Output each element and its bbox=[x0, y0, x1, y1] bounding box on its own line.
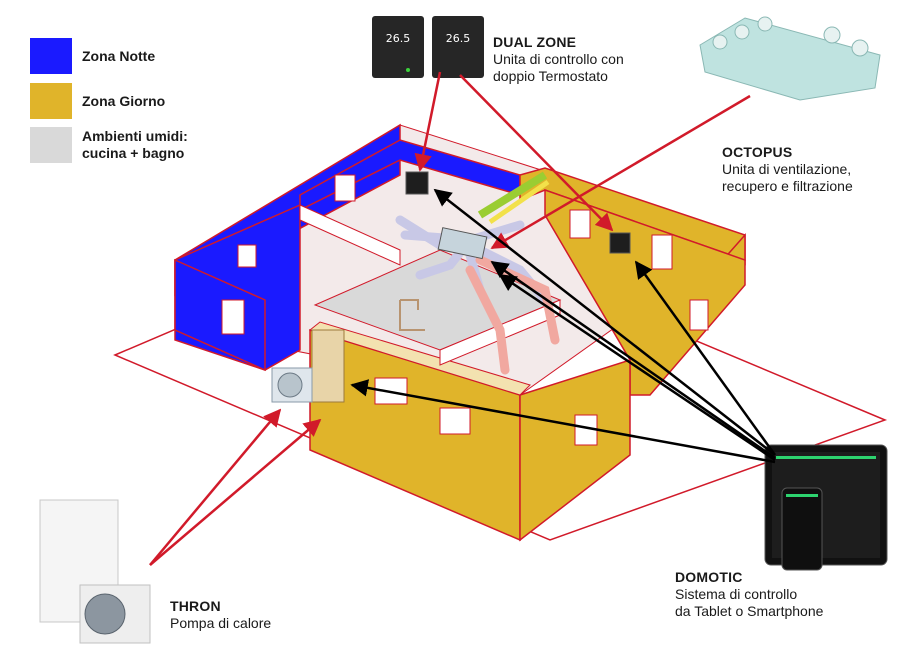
house-water-tank bbox=[311, 329, 345, 403]
red-arrow-dualzone-notte bbox=[414, 71, 442, 172]
window-giorno-2 bbox=[651, 234, 673, 270]
octopus-device bbox=[699, 17, 881, 101]
octopus-port-2 bbox=[734, 24, 750, 40]
window-giorno-1 bbox=[569, 209, 591, 239]
domotic-tablet-accent bbox=[776, 456, 876, 459]
legend-swatch-umidi bbox=[30, 127, 72, 163]
octopus-port-5 bbox=[851, 39, 869, 57]
window-notte-3 bbox=[237, 244, 257, 268]
callout-thron: THRON Pompa di calore bbox=[170, 597, 271, 632]
octopus-port-1 bbox=[712, 34, 728, 50]
zona-notte-side-wall bbox=[174, 258, 266, 372]
black-arrow-octopus bbox=[490, 260, 776, 460]
interior-partition bbox=[299, 204, 401, 266]
octopus-desc: Unita di ventilazione, recupero e filtra… bbox=[722, 161, 853, 194]
domotic-phone-accent bbox=[786, 494, 818, 497]
red-arrow-thron-1 bbox=[149, 408, 282, 566]
red-arrow-dualzone-giorno bbox=[459, 74, 614, 232]
legend-zona-notte: Zona Notte bbox=[30, 38, 155, 74]
red-arrow-octopus bbox=[490, 94, 751, 250]
black-arrow-duct bbox=[498, 273, 776, 462]
fresh-air-duct bbox=[477, 171, 548, 219]
octopus-unit-in-house bbox=[437, 227, 488, 260]
zona-giorno-inner-wall bbox=[544, 188, 746, 396]
zona-giorno-front-wall-2 bbox=[519, 358, 631, 542]
dual-zone-title: DUAL ZONE bbox=[493, 34, 577, 50]
window-giorno-5 bbox=[439, 407, 471, 435]
legend-label-umidi: Ambienti umidi: cucina + bagno bbox=[82, 128, 188, 161]
thermostat-notte bbox=[405, 171, 429, 195]
domotic-desc: Sistema di controllo da Tablet o Smartph… bbox=[675, 586, 824, 619]
red-arrows bbox=[149, 71, 751, 566]
dual-zone-desc: Unita di controllo con doppio Termostato bbox=[493, 51, 624, 84]
thron-desc: Pompa di calore bbox=[170, 615, 272, 631]
legend-swatch-notte bbox=[30, 38, 72, 74]
shower-icon bbox=[399, 299, 425, 331]
domotic-title: DOMOTIC bbox=[675, 569, 743, 585]
callout-dual-zone: DUAL ZONE Unita di controllo con doppio … bbox=[493, 33, 624, 85]
house-outdoor-fan bbox=[277, 372, 303, 398]
black-arrow-notte-thermostat bbox=[433, 188, 776, 456]
zona-giorno-top-edge bbox=[308, 321, 531, 396]
thermostat-1-led bbox=[406, 68, 410, 72]
black-arrows bbox=[350, 188, 777, 464]
domotic-phone bbox=[781, 487, 823, 571]
octopus-port-3 bbox=[757, 16, 773, 32]
black-arrow-giorno-thermostat bbox=[634, 260, 777, 456]
callout-domotic: DOMOTIC Sistema di controllo da Tablet o… bbox=[675, 568, 823, 620]
callout-octopus: OCTOPUS Unita di ventilazione, recupero … bbox=[722, 143, 853, 195]
thermostat-giorno bbox=[609, 232, 631, 254]
thermostat-2-display: 26.5 bbox=[446, 32, 471, 45]
red-arrow-thron-2 bbox=[149, 418, 322, 566]
window-giorno-3 bbox=[689, 299, 709, 331]
window-notte-2 bbox=[221, 299, 245, 335]
legend-ambienti-umidi: Ambienti umidi: cucina + bagno bbox=[30, 127, 188, 163]
thron-title: THRON bbox=[170, 598, 221, 614]
black-arrow-water-tank bbox=[350, 379, 776, 464]
thermostat-1-display: 26.5 bbox=[386, 32, 411, 45]
dual-zone-thermostat-1 bbox=[372, 16, 424, 78]
window-notte-1 bbox=[334, 174, 356, 202]
octopus-port-4 bbox=[823, 26, 841, 44]
octopus-title: OCTOPUS bbox=[722, 144, 793, 160]
dual-zone-thermostat-2 bbox=[432, 16, 484, 78]
legend-zona-giorno: Zona Giorno bbox=[30, 83, 165, 119]
thron-outdoor-fan bbox=[84, 593, 126, 635]
exhaust-duct bbox=[488, 179, 550, 225]
legend-label-notte: Zona Notte bbox=[82, 47, 156, 64]
legend-swatch-giorno bbox=[30, 83, 72, 119]
legend-label-giorno: Zona Giorno bbox=[82, 92, 166, 109]
